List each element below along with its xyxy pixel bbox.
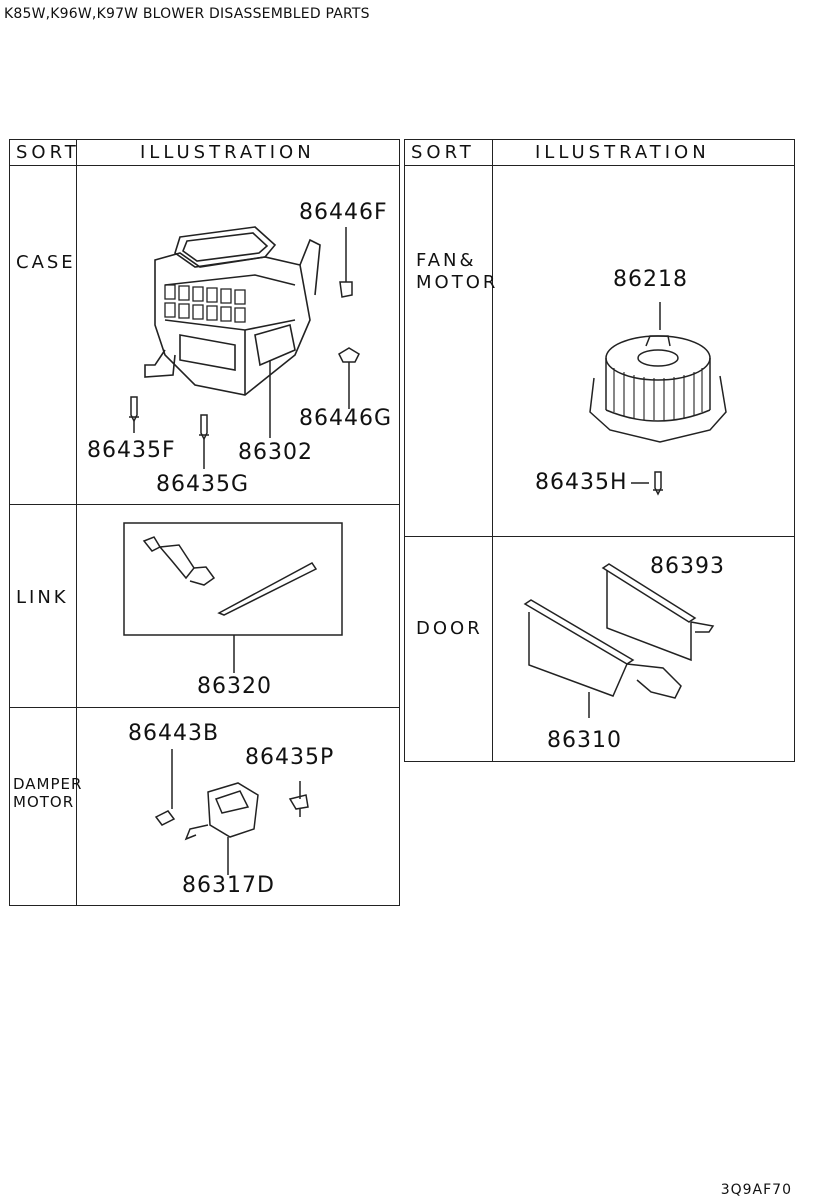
part-86393: 86393 — [650, 554, 725, 579]
part-86446f: 86446F — [299, 200, 388, 225]
leader-86302 — [265, 360, 275, 440]
row-divider-case-link — [10, 504, 399, 505]
header-divider-right — [405, 165, 794, 166]
sort-fan-motor: FAN& MOTOR — [416, 250, 499, 293]
blower-case-illustration — [125, 225, 325, 400]
sort-column-divider — [76, 140, 77, 905]
left-parts-table: SORT ILLUSTRATION CASE — [9, 139, 400, 906]
sort-case: CASE — [16, 252, 76, 273]
row-divider-fan-door — [405, 536, 794, 537]
sort-link: LINK — [16, 587, 69, 608]
part-86435p: 86435P — [245, 745, 335, 770]
part-86320: 86320 — [197, 674, 272, 699]
page-title: K85W,K96W,K97W BLOWER DISASSEMBLED PARTS — [4, 6, 370, 22]
header-divider — [10, 165, 399, 166]
part-86443b: 86443B — [128, 721, 220, 746]
page-code: 3Q9AF70 — [720, 1182, 792, 1198]
part-86218: 86218 — [613, 267, 688, 292]
screw-86435g-icon — [196, 413, 212, 473]
row-divider-link-damper — [10, 707, 399, 708]
screw-86435f-icon — [126, 395, 142, 445]
fan-motor-illustration — [590, 300, 730, 450]
sort-header: SORT — [16, 142, 80, 163]
door-illustration — [523, 560, 723, 720]
screw-86435h-icon — [631, 470, 671, 500]
part-86446g: 86446G — [299, 406, 393, 431]
damper-motor-illustration — [150, 747, 310, 877]
sort-header-right: SORT — [411, 142, 475, 163]
sort-damper-motor: DAMPER MOTOR — [13, 775, 83, 811]
part-86435h: 86435H — [535, 470, 628, 495]
part-86435f: 86435F — [87, 438, 176, 463]
illustration-header: ILLUSTRATION — [140, 142, 315, 163]
link-rod-illustration — [124, 523, 344, 683]
part-86302: 86302 — [238, 440, 313, 465]
sort-column-divider-right — [492, 140, 493, 761]
sort-door: DOOR — [416, 618, 483, 639]
part-86317d: 86317D — [182, 873, 275, 898]
right-parts-table: SORT ILLUSTRATION FAN& MOTOR 86218 86435… — [404, 139, 795, 762]
part-86435g: 86435G — [156, 472, 250, 497]
part-86310: 86310 — [547, 728, 622, 753]
illustration-header-right: ILLUSTRATION — [535, 142, 710, 163]
clip-86446f-icon — [332, 227, 362, 317]
clip-86446g-icon — [335, 344, 365, 414]
